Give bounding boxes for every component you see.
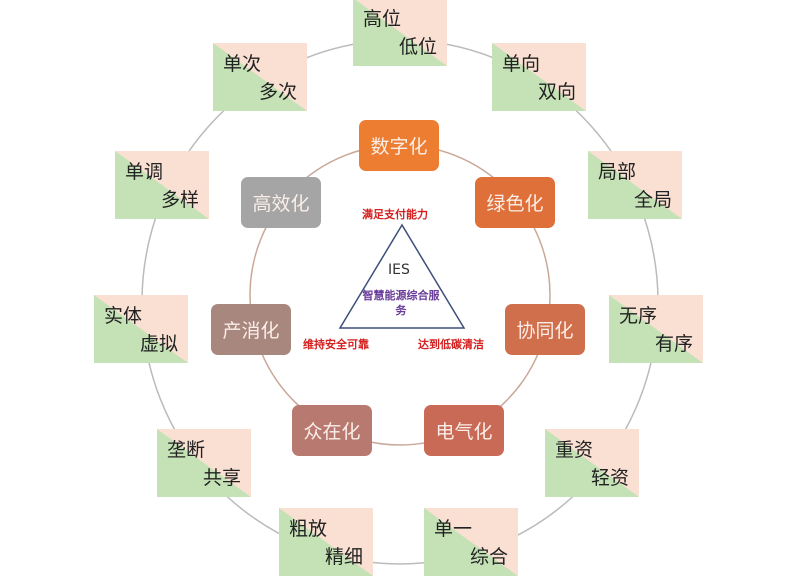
pair-box: 实体虚拟	[94, 295, 188, 363]
pair-to: 精细	[324, 546, 363, 568]
pair-from: 重资	[555, 439, 594, 461]
node-greening: 绿色化	[475, 177, 555, 228]
pair-box: 高位低位	[353, 0, 447, 66]
label-reliability: 维持安全可靠	[303, 338, 369, 351]
pair-to: 共享	[202, 467, 241, 489]
node-digitalization: 数字化	[359, 120, 439, 171]
pair-to: 轻资	[590, 467, 629, 489]
node-collaboration: 协同化	[505, 304, 585, 355]
node-efficiency: 高效化	[241, 177, 321, 228]
pair-from: 粗放	[289, 518, 328, 540]
pair-to: 双向	[537, 81, 576, 103]
label-affordability: 满足支付能力	[362, 208, 428, 221]
pair-from: 无序	[619, 305, 658, 327]
pair-from: 单次	[223, 53, 262, 75]
center-subtitle: 智慧能源综合服务	[362, 289, 440, 317]
pair-box: 垄断共享	[157, 429, 251, 497]
pair-box: 无序有序	[609, 295, 703, 363]
pair-to: 有序	[654, 333, 693, 355]
pair-from: 实体	[104, 305, 143, 327]
center-title: IES	[388, 262, 410, 278]
node-electrification: 电气化	[424, 405, 504, 456]
pair-from: 单一	[434, 518, 473, 540]
center-triangle	[338, 223, 466, 329]
label-low-carbon: 达到低碳清洁	[418, 338, 484, 351]
pair-box: 局部全局	[588, 151, 682, 219]
pair-to: 全局	[633, 189, 672, 211]
node-prosumer: 产消化	[211, 304, 291, 355]
pair-box: 单次多次	[213, 43, 307, 111]
pair-box: 粗放精细	[279, 508, 373, 576]
pair-to: 多样	[160, 189, 199, 211]
pair-box: 单调多样	[115, 151, 209, 219]
pair-to: 综合	[469, 546, 508, 568]
pair-box: 单向双向	[492, 43, 586, 111]
node-crowd: 众在化	[292, 405, 372, 456]
pair-to: 低位	[398, 36, 437, 58]
pair-to: 虚拟	[139, 333, 178, 355]
pair-box: 单一综合	[424, 508, 518, 576]
pair-from: 垄断	[167, 439, 206, 461]
pair-to: 多次	[258, 81, 297, 103]
pair-box: 重资轻资	[545, 429, 639, 497]
pair-from: 单向	[502, 53, 541, 75]
pair-from: 高位	[363, 8, 402, 30]
pair-from: 单调	[125, 161, 164, 183]
pair-from: 局部	[598, 161, 637, 183]
